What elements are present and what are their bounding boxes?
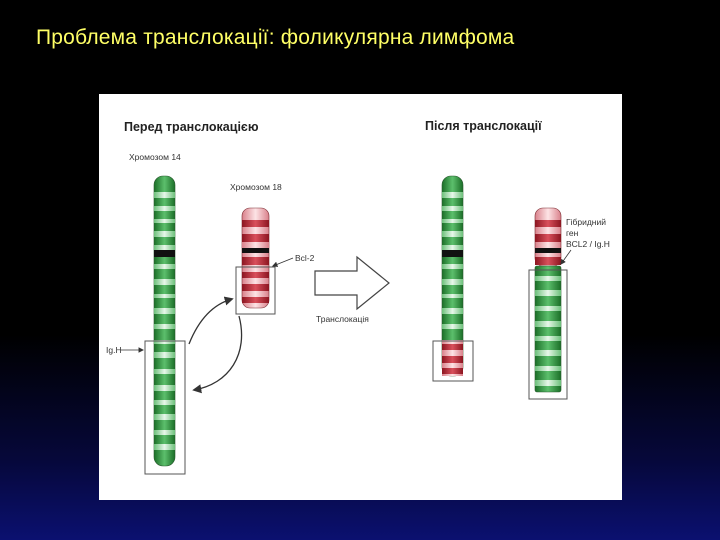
translocation-label: Транслокація — [316, 314, 369, 324]
igh-label: Ig.H — [106, 345, 122, 355]
hybrid-gene-label-1: Гібридний — [566, 217, 606, 227]
chromosome-14-before — [154, 176, 175, 466]
after-heading: Після транслокації — [425, 119, 542, 133]
chromosome18-label: Хромозом 18 — [230, 182, 282, 192]
diagram-panel: Перед транслокацією Після транслокації Х… — [99, 94, 622, 500]
bcl2-label: Bcl-2 — [295, 253, 315, 263]
chromosome14-label: Хромозом 14 — [129, 152, 181, 162]
chromosome-14-after — [442, 176, 463, 376]
bcl2-pointer — [273, 258, 293, 266]
exchange-arrow-up — [189, 299, 232, 344]
hybrid-gene-pointer — [561, 250, 571, 264]
chromosome-18-before — [242, 208, 269, 308]
before-heading: Перед транслокацією — [124, 120, 259, 134]
chromosome-18-after — [535, 208, 561, 392]
exchange-arrow-down — [194, 316, 242, 390]
translocation-arrow — [315, 257, 389, 309]
translocation-diagram: Перед транслокацією Після транслокації Х… — [99, 94, 622, 500]
hybrid-gene-label-2: ген — [566, 228, 579, 238]
hybrid-gene-label-3: BCL2 / Ig.H — [566, 239, 610, 249]
slide-title: Проблема транслокації: фоликулярна лимфо… — [36, 26, 514, 50]
